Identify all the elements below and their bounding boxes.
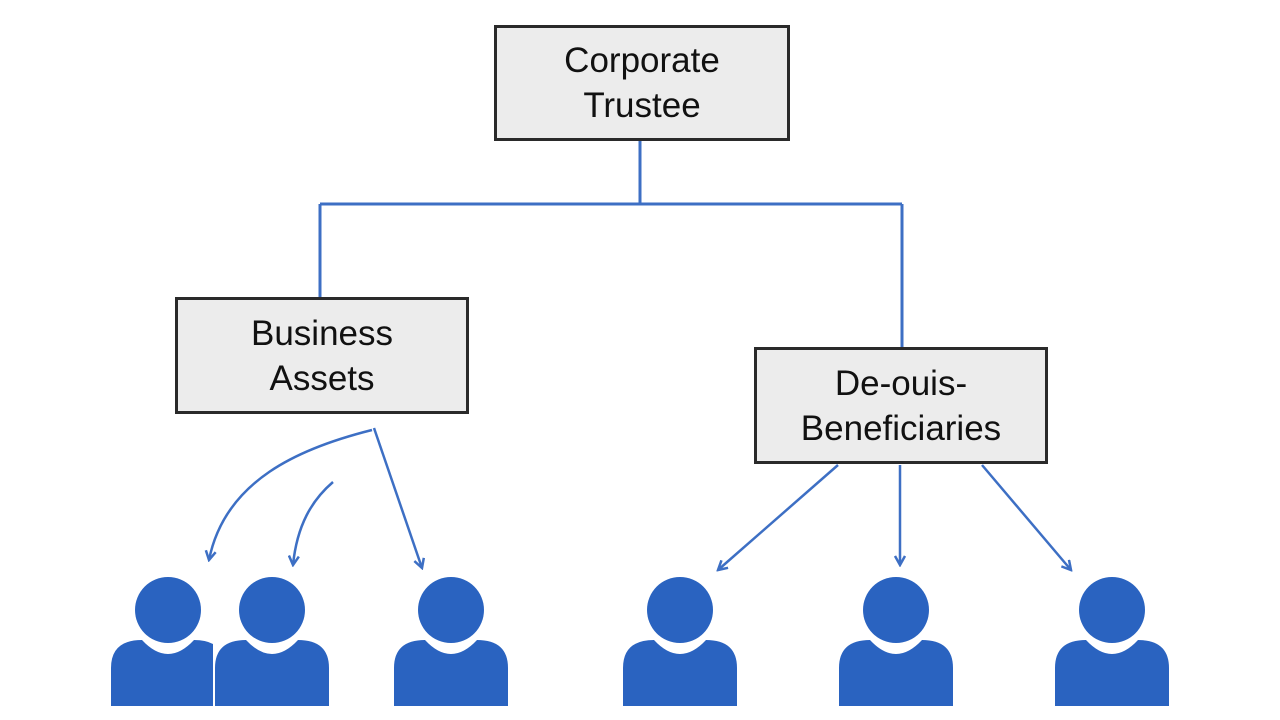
arrow-assets-person-2 [293, 481, 334, 565]
assets-arrows [209, 427, 422, 568]
person-icon [394, 577, 508, 706]
arrow-beneficiaries-person-1 [718, 464, 839, 570]
node-business-assets: Business Assets [175, 297, 469, 414]
person-icon [623, 577, 737, 706]
node-label-line: De-ouis- [834, 363, 968, 403]
node-label-line: Business [250, 313, 394, 353]
node-label-line: Assets [269, 358, 375, 398]
tree-connectors [318, 141, 904, 347]
person-icon [111, 577, 213, 706]
node-corporate-trustee: Corporate Trustee [494, 25, 790, 141]
arrow-assets-person-3 [372, 427, 422, 568]
node-label-line: Trustee [583, 86, 701, 125]
arrow-assets-person-1 [209, 428, 373, 560]
node-beneficiaries: De-ouis- Beneficiaries [754, 347, 1048, 464]
arrow-beneficiaries-person-3 [981, 464, 1071, 570]
person-icon [1055, 577, 1169, 706]
beneficiary-arrows [718, 464, 1071, 570]
node-label-line: Corporate [564, 41, 720, 80]
beneficiary-people [623, 577, 1169, 706]
person-icon [215, 577, 329, 706]
person-icon [839, 577, 953, 706]
node-label-line: Beneficiaries [800, 408, 1002, 448]
assets-people [111, 577, 508, 706]
